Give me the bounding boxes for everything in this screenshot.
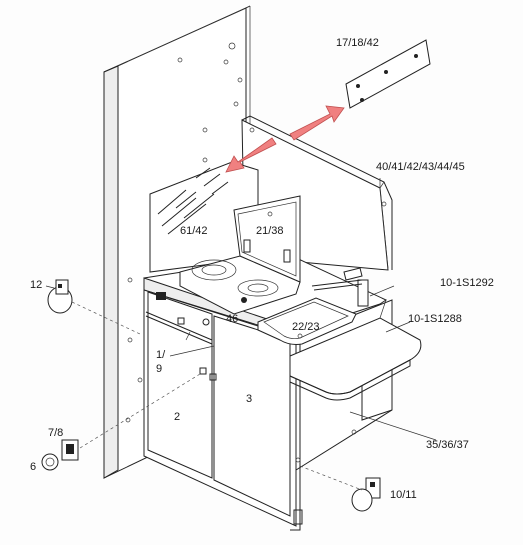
label-backsplash: 40/41/42/43/44/45 bbox=[376, 161, 465, 173]
label-worktop: 46 bbox=[226, 313, 238, 325]
label-worktop-ext: 10-1S1288 bbox=[408, 313, 462, 325]
label-sink: 22/23 bbox=[292, 321, 320, 333]
latch-lower-part bbox=[299, 465, 381, 512]
wall-panel bbox=[149, 161, 259, 273]
latch-set-part bbox=[41, 373, 201, 471]
assembly-arrows bbox=[225, 105, 345, 173]
latch-upper-part bbox=[47, 279, 141, 335]
leader-lines bbox=[45, 178, 437, 441]
worktop-extension bbox=[289, 299, 422, 401]
label-handle-b: 9 bbox=[156, 363, 162, 375]
label-wall-panel: 61/42 bbox=[180, 225, 208, 237]
label-door-right: 3 bbox=[246, 393, 252, 405]
label-plate: 17/18/42 bbox=[336, 37, 379, 49]
plate-part bbox=[345, 39, 431, 109]
label-latch-lower: 10/11 bbox=[390, 489, 417, 501]
label-handle-a: 1/ bbox=[156, 349, 166, 361]
label-tap: 10-1S1292 bbox=[440, 277, 494, 289]
label-knob: 6 bbox=[30, 461, 36, 473]
hob bbox=[179, 195, 301, 315]
sink bbox=[257, 297, 357, 345]
label-latch-set: 7/8 bbox=[48, 427, 63, 439]
label-leg: 35/36/37 bbox=[426, 439, 469, 451]
tap bbox=[311, 267, 369, 307]
label-door-left: 2 bbox=[174, 411, 180, 423]
label-hob-lid: 21/38 bbox=[256, 225, 284, 237]
label-latch-upper: 12 bbox=[30, 279, 42, 291]
door-left bbox=[147, 291, 213, 479]
